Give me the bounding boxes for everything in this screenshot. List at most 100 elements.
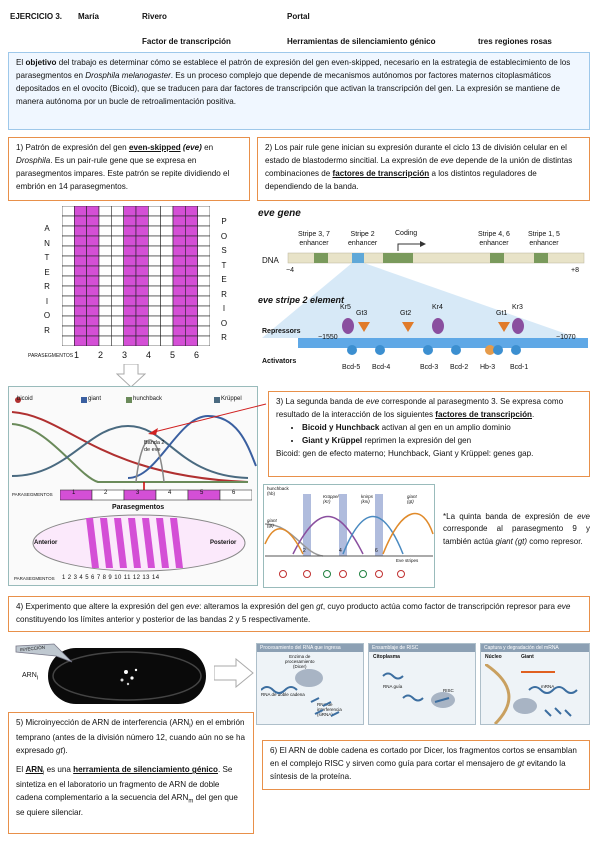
box-1-pattern: 1) Patrón de expresión del gen even-skip…: [8, 137, 250, 201]
segment-number: 2: [104, 490, 108, 496]
grid-cell: [185, 215, 198, 227]
rnai-panel-1: Procesamiento del RNA que ingresa Enzima…: [256, 643, 364, 725]
grid-cell: [62, 275, 75, 287]
box-6-dicer-risc: 6) El ARN de doble cadena es cortado por…: [262, 740, 590, 790]
box3-text: 3) La segunda banda de: [276, 397, 367, 406]
grid-cell: [135, 335, 149, 346]
gene-abbrev: eve: [577, 512, 590, 521]
risc-label: RISC: [443, 688, 454, 693]
repressors-names: Giant y Krüppel: [302, 435, 363, 445]
grid-cell: [98, 235, 112, 247]
grid-cell: [185, 235, 198, 247]
parasegments-label: Parasegmentos: [112, 504, 165, 511]
box-2-pair-rule: 2) Los pair rule gene inician su expresi…: [257, 137, 590, 201]
anterior-label: A N T E R I O R: [43, 224, 51, 335]
posterior-label: P O S T E R I O R: [220, 217, 228, 342]
box5-text: 5) Microinyección de ARN de interferenci…: [16, 718, 190, 727]
embryo-stripe: [142, 518, 155, 568]
author-surname-2: Portal: [287, 12, 310, 21]
grid-cell: [111, 245, 124, 257]
grid-cell: [135, 285, 149, 297]
panel-1-title: Procesamiento del RNA que ingresa: [257, 644, 363, 652]
grid-cell: [74, 325, 87, 337]
grid-cell: [160, 295, 174, 307]
enhancer-2-label: Stripe 2 enhancer: [348, 231, 378, 247]
subscript: m: [188, 798, 194, 805]
grid-cell: [197, 315, 210, 327]
grid-cell: [148, 315, 161, 327]
gene-abbrev: eve: [186, 602, 200, 611]
grid-cell: [74, 245, 87, 257]
grid-cell: [172, 215, 186, 227]
needle-icon: [15, 643, 73, 663]
grid-cell: [74, 255, 87, 267]
tag-silencing-tools: Herramientas de silenciamiento génico: [287, 37, 436, 46]
grid-cell: [111, 206, 124, 217]
grid-cell: [197, 235, 210, 247]
box4-text-3: , cuyo producto actúa como factor de tra…: [322, 602, 558, 611]
grid-cell: [74, 315, 87, 327]
grid-cell: [135, 305, 149, 317]
grid-cell: [123, 215, 137, 227]
grid-cell: [74, 275, 87, 287]
repressor-label: Kr4: [432, 304, 443, 311]
dna-start-coord: −4: [286, 267, 294, 274]
grid-cell: [62, 285, 75, 297]
stripe-number: 4: [339, 548, 342, 554]
repressor-label: Gt3: [356, 310, 368, 317]
grid-cell: [74, 285, 87, 297]
legend-bicoid: bicoid: [17, 396, 33, 402]
legend-kruppel: Krüppel: [221, 396, 242, 402]
grid-cell: [86, 315, 100, 327]
sirna-label: RNA de interferencia (siRNA): [317, 702, 342, 717]
gene-name: even-skipped: [128, 143, 181, 152]
activator-label: Bcd-3: [420, 364, 439, 371]
grid-cell: [185, 275, 198, 287]
grid-cell: [111, 315, 124, 327]
gene-abbrev: gt: [56, 746, 63, 756]
grid-cell: [86, 265, 100, 277]
grid-cell: [98, 335, 112, 346]
grid-cell: [197, 325, 210, 337]
grid-cell: [123, 206, 137, 217]
grid-cell: [74, 235, 87, 247]
grid-cell: [111, 285, 124, 297]
subscript: i: [189, 723, 191, 730]
grid-cell: [172, 206, 186, 217]
grid-cell: [74, 225, 87, 237]
box2-text: 2) Los pair rule gene inician su expresi…: [265, 143, 567, 165]
grid-cell: [148, 335, 161, 346]
box4-text: 4) Experimento que altere la expresión d…: [16, 602, 187, 611]
dsrna-label: RNA de doble cadena: [261, 692, 305, 697]
stripes-caption: PARASEGMENTOS: [14, 576, 55, 581]
panel-2-title: Ensamblaje de RISC: [369, 644, 475, 652]
box5-text-6: . Se sintetiza en el laboratorio un frag…: [16, 765, 233, 803]
grid-cell: [135, 265, 149, 277]
grid-cell: [62, 325, 75, 337]
gap-label: giant (gt): [267, 518, 277, 528]
binding-sites: [342, 318, 524, 355]
grid-cell: [123, 235, 137, 247]
grid-number: 1: [74, 350, 80, 360]
gradient-curves: [11, 397, 257, 491]
grid-cell: [160, 285, 174, 297]
gene-abbrev: (eve): [180, 143, 202, 152]
repressors-label: Repressors: [262, 328, 301, 335]
grid-cell: [62, 335, 75, 346]
objective-box: El objetivo del trabajo es determinar có…: [8, 52, 590, 130]
segment-cell: [219, 489, 252, 501]
grid-cell: [197, 225, 210, 237]
grid-cell: [62, 315, 75, 327]
segment-number: 4: [168, 490, 172, 496]
grid-cell: [148, 225, 161, 237]
box6-text: 6) El ARN de doble cadena es cortado por…: [270, 746, 577, 768]
activator-label: Bcd-1: [510, 364, 529, 371]
activator-label: Bcd-4: [372, 364, 391, 371]
grid-cell: [197, 335, 210, 346]
grid-number: 3: [122, 350, 128, 360]
stripe-numbers: 1 2 3 4 5 6 7 8 9 10 11 12 13 14: [62, 575, 160, 581]
grid-cell: [160, 325, 174, 337]
eve-stripes-label: Eve stripes: [396, 558, 419, 563]
grid-cell: [160, 235, 174, 247]
embryo-stripe: [170, 518, 183, 568]
